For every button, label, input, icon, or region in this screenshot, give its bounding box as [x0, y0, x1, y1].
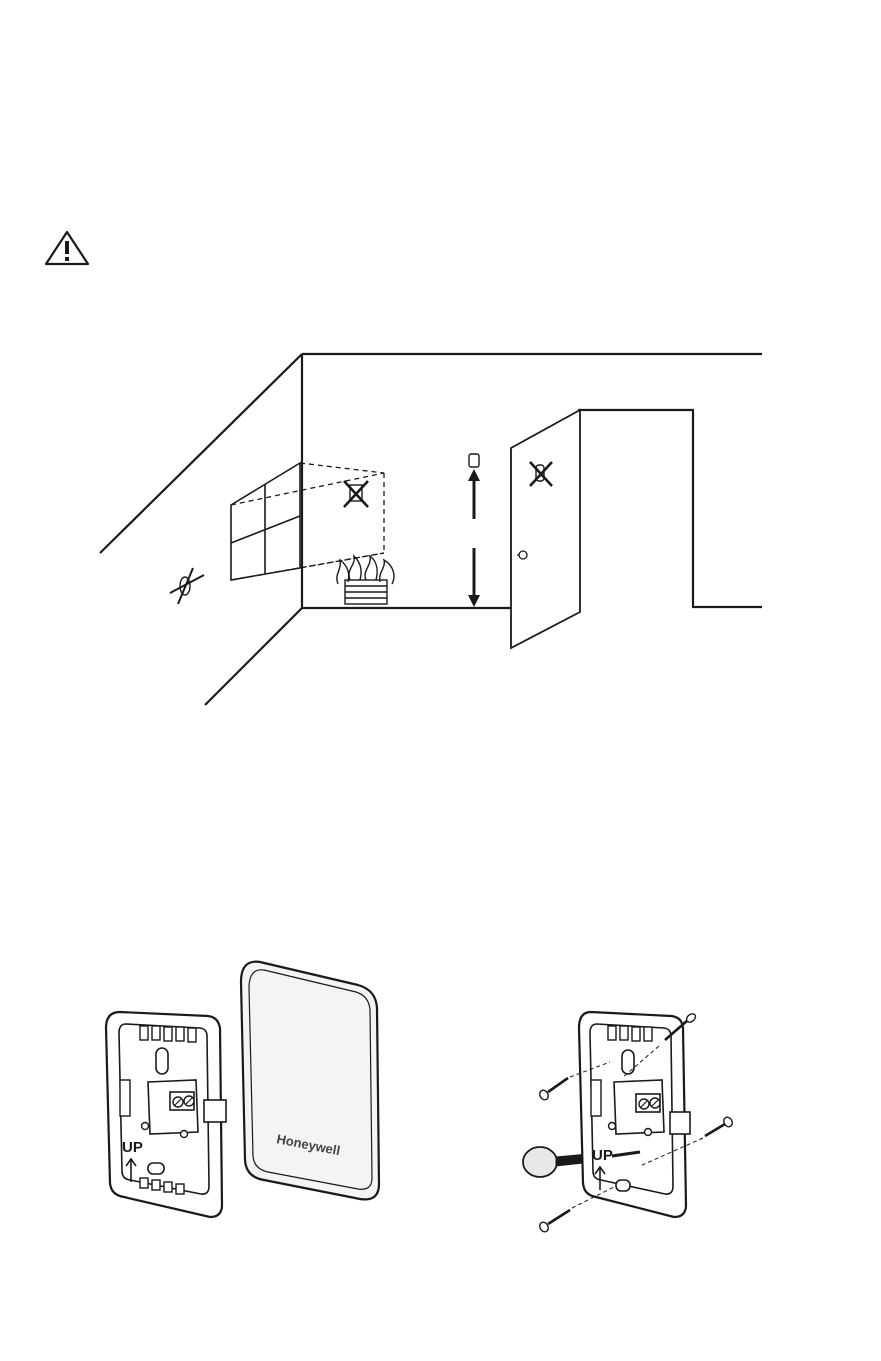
x-mark-icon	[170, 568, 204, 604]
wallplate-right: UP	[579, 1012, 690, 1217]
thermostat-cover: Honeywell	[241, 962, 379, 1200]
wallplate-mounting-figure: UP	[523, 1012, 734, 1233]
radiator-flame-icon	[337, 556, 394, 604]
room-corner-upper	[100, 354, 302, 553]
sensor-height-indicator	[468, 454, 480, 607]
open-door	[511, 410, 580, 648]
room-floor-diagonal	[205, 608, 302, 705]
wallplate-left: UP	[106, 1012, 226, 1217]
room-placement-scene	[100, 354, 762, 705]
window	[231, 463, 300, 580]
window-draft-projection	[231, 463, 384, 580]
wallplate-with-cover-figure: UP Honeywell	[106, 962, 379, 1217]
doorway-frame	[578, 410, 762, 607]
thermostat-icon	[469, 454, 479, 467]
x-mark-icon	[344, 481, 368, 507]
up-label: UP	[592, 1147, 613, 1164]
up-label: UP	[122, 1139, 143, 1156]
warning-triangle-icon	[46, 232, 88, 264]
